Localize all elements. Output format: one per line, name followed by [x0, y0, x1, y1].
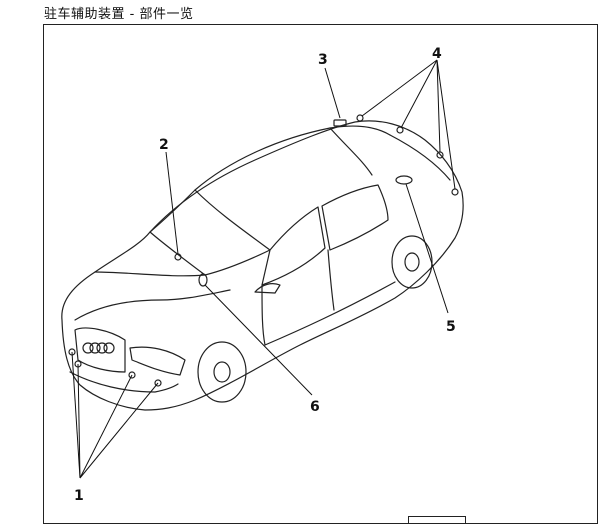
rear-sensor-4 [451, 188, 459, 196]
roof-rear-line [329, 127, 373, 176]
trunk-line [389, 134, 451, 181]
leader-4c [436, 59, 441, 153]
logo-ring-1 [82, 342, 94, 354]
callout-6: 6 [310, 399, 320, 415]
windshield [149, 189, 271, 276]
rear-door-line [327, 249, 335, 311]
front-bumper [69, 371, 179, 393]
logo-ring-2 [89, 342, 101, 354]
callout-1: 1 [74, 488, 84, 504]
page-title: 驻车辅助装置 - 部件一览 [44, 7, 194, 22]
dash-display [198, 273, 208, 287]
leader-4d [436, 59, 456, 190]
logo-ring-3 [96, 342, 108, 354]
rear-sensor-1 [356, 114, 364, 122]
hood-edge [74, 289, 231, 321]
leader-3 [324, 67, 341, 119]
leader-6 [204, 284, 313, 396]
rear-wheel [391, 235, 433, 289]
hood-crease [94, 271, 206, 277]
logo-ring-4 [103, 342, 115, 354]
side-mirror [254, 283, 281, 294]
car-outline [61, 114, 464, 411]
front-door-line [261, 284, 266, 346]
leader-1b [77, 363, 81, 479]
front-side-window [261, 206, 326, 286]
control-unit [395, 175, 413, 185]
front-wheel [197, 341, 247, 403]
roof-line [194, 125, 391, 191]
headlight [129, 346, 186, 376]
rear-sensor-3 [436, 151, 444, 159]
leader-5 [405, 183, 449, 314]
front-sensor-3 [128, 371, 136, 379]
rear-side-window [321, 184, 389, 251]
grille [74, 327, 126, 373]
rear-warning-buzzer [333, 119, 347, 127]
callout-4: 4 [432, 46, 442, 62]
front-sensor-4 [154, 379, 162, 387]
callout-3: 3 [318, 52, 328, 68]
callout-2: 2 [159, 137, 169, 153]
leader-lines [71, 59, 456, 479]
rear-wheel-hub [404, 252, 420, 272]
rocker-line [264, 281, 396, 346]
callout-5: 5 [446, 319, 456, 335]
leader-1c [79, 374, 133, 479]
leader-2 [165, 151, 179, 255]
rear-sensor-2 [396, 126, 404, 134]
leader-1d [79, 382, 159, 479]
leader-4a [361, 59, 438, 117]
front-wheel-hub [213, 361, 231, 383]
leader-4b [400, 59, 438, 129]
leader-1a [71, 351, 81, 479]
car-body-outline [61, 120, 464, 411]
